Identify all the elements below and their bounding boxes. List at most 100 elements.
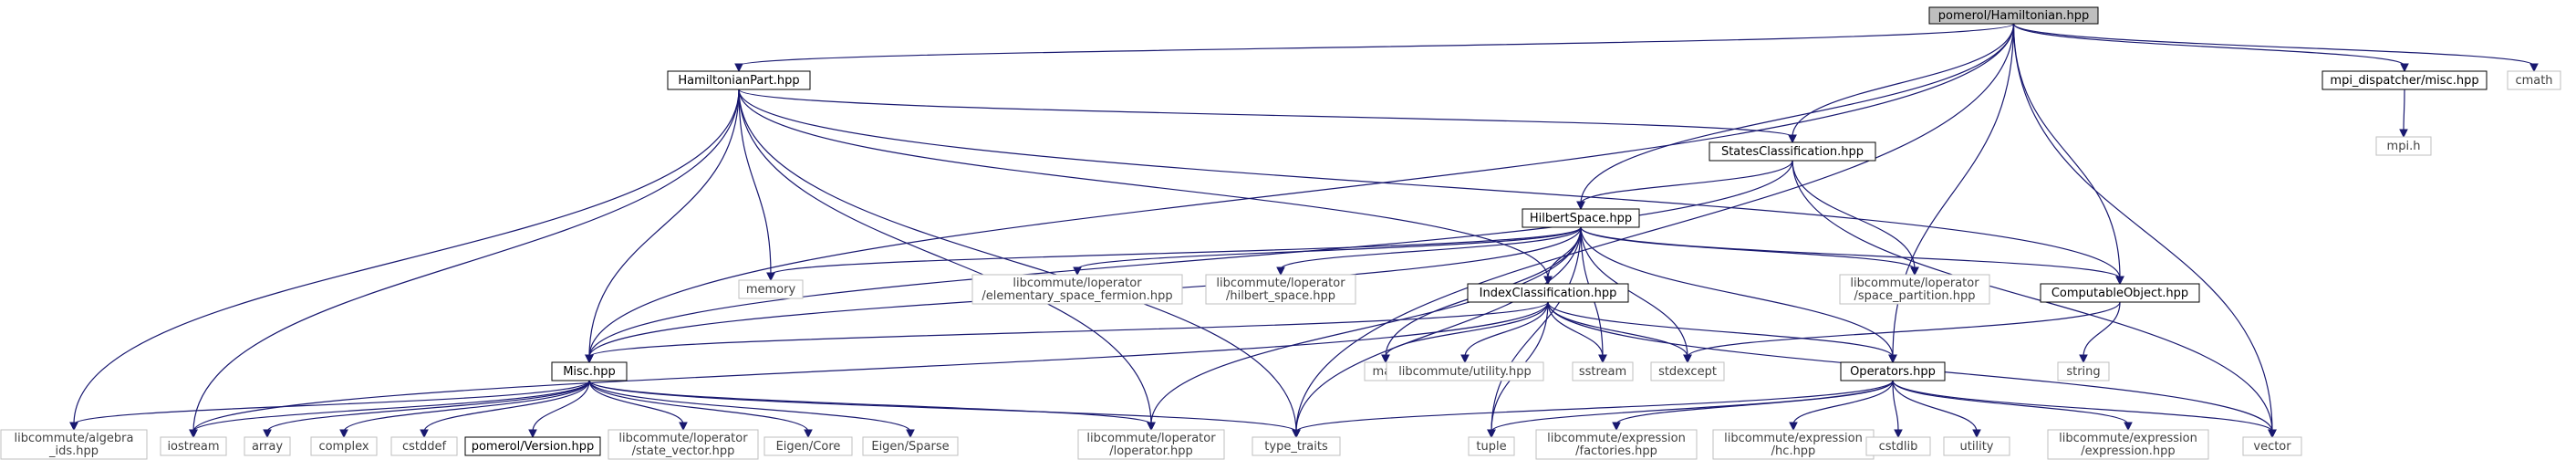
edge-computable-to-string <box>2083 301 2121 358</box>
node-label-utility-0: utility <box>1960 440 1994 454</box>
edge-operators-to-utility <box>1892 380 1978 433</box>
node-memory: memory <box>738 279 804 299</box>
node-statevec: libcommute/loperator/state_vector.hpp <box>608 429 759 460</box>
edge-states-to-spacepart <box>1792 160 1916 270</box>
node-box-eigencore <box>763 436 853 456</box>
edge-operators-to-factories <box>1615 380 1894 425</box>
edge-hilbert-to-computable <box>1580 226 2121 279</box>
node-label-vector-0: vector <box>2253 440 2291 454</box>
edge-misc-to-eigencore <box>588 380 809 433</box>
node-box-statevec <box>608 429 759 460</box>
edge-root-to-misc <box>588 23 2015 358</box>
node-complex: complex <box>310 436 378 456</box>
node-label-root-0: pomerol/Hamiltonian.hpp <box>1938 9 2089 23</box>
node-box-memory <box>738 279 804 299</box>
edge-root-to-mpimisc <box>2012 23 2405 67</box>
node-label-cstdlib-0: cstdlib <box>1879 440 1918 454</box>
node-label-elemspace-1: /elementary_space_fermion.hpp <box>982 289 1172 303</box>
edge-hpart-to-algebra <box>73 89 740 425</box>
arrowhead-misc-to-eigencore <box>804 429 813 439</box>
node-factories: libcommute/expression/factories.hpp <box>1535 429 1698 460</box>
node-elemspace: libcommute/loperator/elementary_space_fe… <box>971 274 1183 305</box>
node-misc[interactable]: Misc.hpp <box>551 361 628 381</box>
node-root[interactable]: pomerol/Hamiltonian.hpp <box>1928 6 2099 25</box>
edge-operators-to-cstdlib <box>1892 380 1899 433</box>
node-index[interactable]: IndexClassification.hpp <box>1467 283 1629 303</box>
edge-misc-to-iostream <box>192 380 590 433</box>
node-iostream: iostream <box>160 436 227 456</box>
node-states[interactable]: StatesClassification.hpp <box>1709 141 1876 162</box>
node-label-cmath-0: cmath <box>2515 74 2552 88</box>
nodes-layer: pomerol/Hamiltonian.hppHamiltonianPart.h… <box>0 6 2561 460</box>
node-box-algebra <box>0 429 148 460</box>
edge-misc-to-typetraits <box>588 380 1297 433</box>
edge-misc-to-eigensparse <box>588 380 911 433</box>
node-spacepart: libcommute/loperator/space_partition.hpp <box>1839 274 1990 305</box>
edge-hpart-to-computable <box>738 89 2121 279</box>
node-box-cstddef <box>390 436 458 456</box>
node-box-mpimisc <box>2322 70 2488 90</box>
node-label-factories-0: libcommute/expression <box>1547 432 1686 445</box>
node-label-hilbspace-0: libcommute/loperator <box>1216 277 1345 290</box>
edge-hilbert-to-stdexcept <box>1580 226 1688 358</box>
edge-operators-to-hc <box>1792 380 1894 425</box>
node-box-sstream <box>1572 361 1634 381</box>
node-label-expression-1: /expression.hpp <box>2081 444 2175 458</box>
node-operators[interactable]: Operators.hpp <box>1840 361 1946 381</box>
arrowhead-operators-to-tuple <box>1487 429 1496 439</box>
node-version[interactable]: pomerol/Version.hpp <box>464 436 601 456</box>
node-hpart[interactable]: HamiltonianPart.hpp <box>667 70 811 90</box>
node-label-loperator-0: libcommute/loperator <box>1086 432 1216 445</box>
edge-misc-to-loperator <box>588 380 1152 425</box>
arrowhead-misc-to-version <box>528 429 537 439</box>
node-box-root <box>1928 6 2099 25</box>
arrowhead-misc-to-eigensparse <box>906 429 915 439</box>
node-hilbspace: libcommute/loperator/hilbert_space.hpp <box>1205 274 1356 305</box>
node-tuple: tuple <box>1468 436 1515 456</box>
arrowhead-computable-to-stdexcept <box>1683 354 1692 364</box>
edge-hpart-to-typetraits <box>738 89 1297 433</box>
node-box-hilbert <box>1522 208 1640 228</box>
node-cstdlib: cstdlib <box>1865 436 1931 456</box>
edge-root-to-states <box>1792 23 2015 138</box>
node-label-stdexcept-0: stdexcept <box>1658 365 1717 379</box>
node-box-vector <box>2242 436 2302 456</box>
node-hc: libcommute/expression/hc.hpp <box>1712 429 1875 460</box>
edge-misc-to-array <box>266 380 590 433</box>
arrowhead-hilbert-to-spacepart <box>1910 266 1919 277</box>
edge-operators-to-typetraits <box>1295 380 1894 433</box>
node-eigencore: Eigen/Core <box>763 436 853 456</box>
node-label-sstream-0: sstream <box>1579 365 1626 379</box>
node-sstream: sstream <box>1572 361 1634 381</box>
node-mpimisc[interactable]: mpi_dispatcher/misc.hpp <box>2322 70 2488 90</box>
node-label-misc-0: Misc.hpp <box>563 365 616 379</box>
edge-states-to-hilbert <box>1580 160 1793 204</box>
node-box-misc <box>551 361 628 381</box>
node-array: array <box>244 436 291 456</box>
node-hilbert[interactable]: HilbertSpace.hpp <box>1522 208 1640 228</box>
edge-index-to-utilityhpp <box>1464 301 1549 358</box>
node-box-utility <box>1943 436 2010 456</box>
node-label-spacepart-1: /space_partition.hpp <box>1854 289 1975 303</box>
edge-hilbert-to-hilbspace <box>1280 226 1582 270</box>
node-computable[interactable]: ComputableObject.hpp <box>2040 283 2200 303</box>
node-box-string <box>2057 361 2110 381</box>
edge-root-to-computable <box>2012 23 2121 279</box>
node-eigensparse: Eigen/Sparse <box>862 436 959 456</box>
arrowhead-hilbert-to-elemspace <box>1073 266 1082 277</box>
arrowhead-hilbert-to-computable <box>2115 276 2124 286</box>
edge-index-to-operators <box>1547 301 1894 358</box>
edge-hilbert-to-operators <box>1580 226 1894 358</box>
node-box-elemspace <box>971 274 1183 305</box>
node-label-computable-0: ComputableObject.hpp <box>2051 287 2188 300</box>
edge-root-to-vector <box>2012 23 2273 433</box>
node-label-string-0: string <box>2066 365 2100 379</box>
node-box-expression <box>2047 429 2209 460</box>
edges-layer <box>69 23 2539 439</box>
node-box-utilityhpp <box>1386 361 1544 381</box>
arrowhead-index-to-misc <box>585 354 594 364</box>
node-box-stdexcept <box>1650 361 1725 381</box>
node-label-utilityhpp-0: libcommute/utility.hpp <box>1398 365 1532 379</box>
arrowhead-hilbert-to-memory <box>766 272 775 282</box>
